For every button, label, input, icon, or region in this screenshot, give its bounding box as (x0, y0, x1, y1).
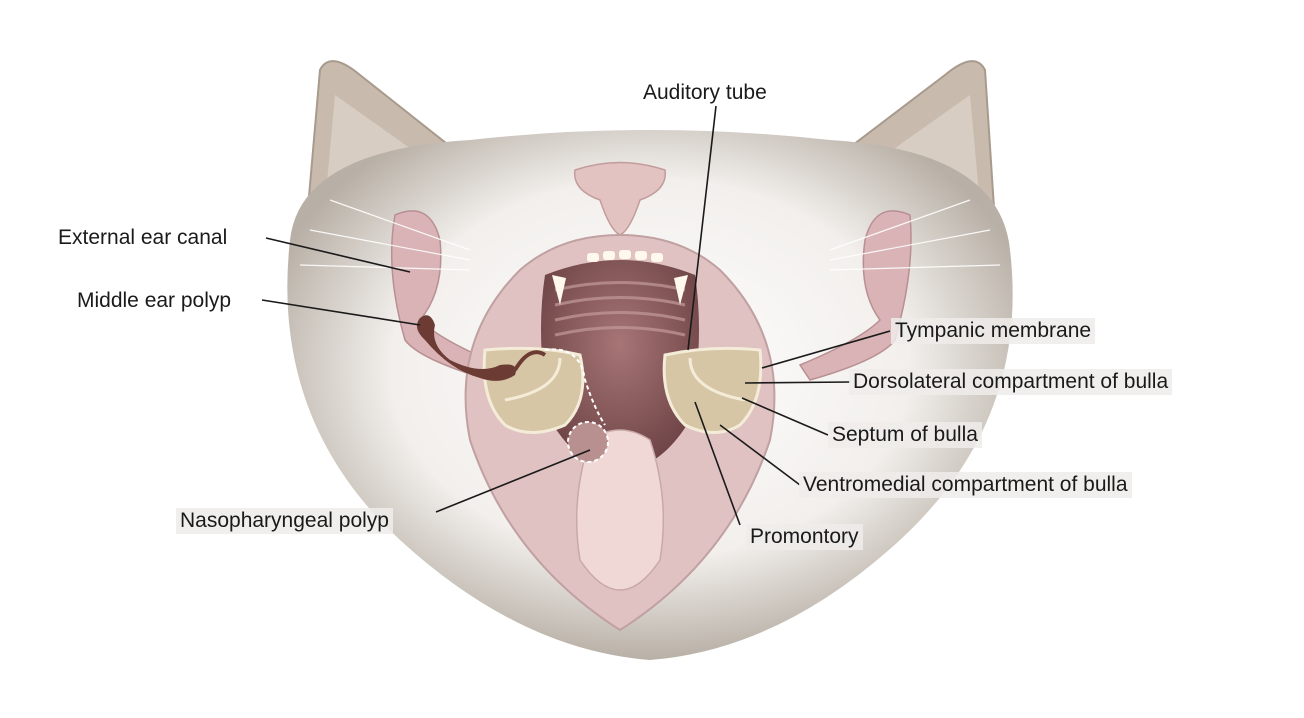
leader-auditory-tube (687, 105, 717, 351)
label-dorsolateral-compartment: Dorsolateral compartment of bulla (849, 369, 1173, 395)
palate-ridges (554, 281, 686, 337)
leader-nasopharyngeal (435, 449, 591, 513)
middle-ear-polyp (416, 315, 516, 381)
polyp-stalk (513, 350, 547, 372)
leader-tympanic-membrane (761, 330, 891, 369)
whiskers (299, 199, 1001, 271)
left-ear-canal (390, 210, 502, 381)
label-nasopharyngeal-polyp: Nasopharyngeal polyp (176, 508, 393, 534)
label-tympanic-membrane: Tympanic membrane (891, 318, 1096, 344)
leader-external-ear-canal (265, 237, 411, 273)
tongue (575, 429, 665, 591)
right-bulla-septum (688, 357, 746, 402)
leader-ventromedial (719, 424, 801, 486)
leader-septum (741, 397, 829, 436)
right-ear-canal (798, 210, 912, 381)
label-auditory-tube: Auditory tube (643, 81, 767, 104)
leader-middle-ear-polyp (261, 299, 421, 326)
leader-promontory (694, 401, 741, 526)
leader-lines (261, 105, 891, 526)
left-bulla-septum (504, 357, 562, 402)
label-septum-of-bulla: Septum of bulla (828, 422, 982, 448)
nose (573, 161, 667, 236)
label-middle-ear-polyp: Middle ear polyp (77, 289, 232, 312)
palate (541, 260, 699, 470)
leader-dorsolateral (744, 381, 851, 384)
polyp-dashed-path (544, 348, 606, 426)
label-external-ear-canal: External ear canal (58, 226, 228, 249)
label-ventromedial-compartment: Ventromedial compartment of bulla (799, 472, 1132, 498)
label-promontory: Promontory (746, 524, 863, 550)
nasopharyngeal-polyp-shape (567, 421, 609, 463)
